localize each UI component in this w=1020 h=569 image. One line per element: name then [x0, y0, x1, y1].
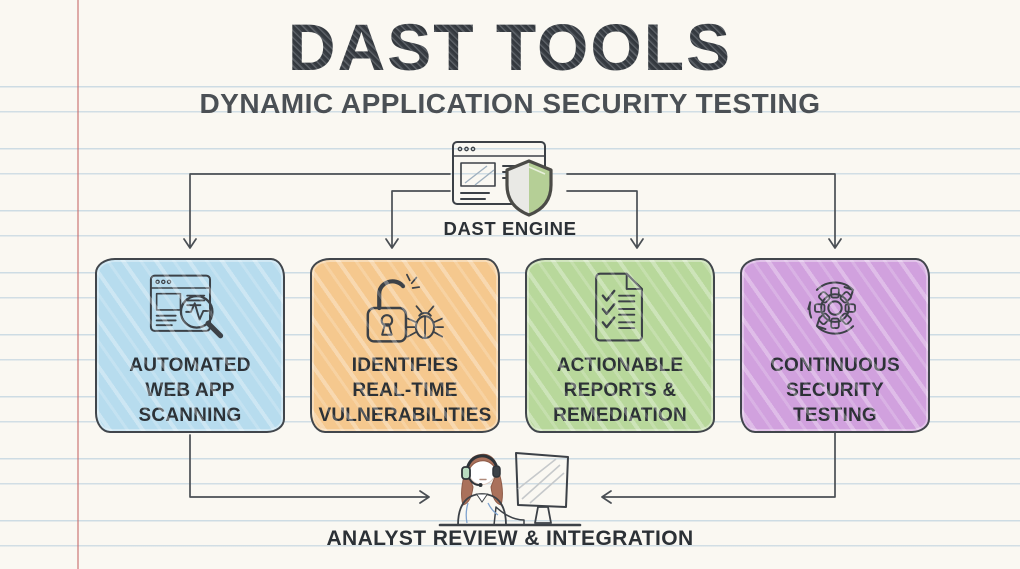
step-box-identifies-real-time-vulnerabilities: IDENTIFIES REAL-TIME VULNERABILITIES — [310, 258, 500, 433]
arrow-box1-to-analyst — [189, 434, 430, 504]
step-box-automated-web-app-scanning: AUTOMATED WEB APP SCANNING — [95, 258, 285, 433]
step-box-continuous-security-testing: CONTINUOUS SECURITY TESTING — [740, 258, 930, 433]
analyst-at-computer-icon — [438, 452, 582, 527]
arrow-engine-to-box2 — [385, 190, 451, 249]
browser-shield-icon — [452, 141, 553, 217]
box-label: IDENTIFIES REAL-TIME VULNERABILITIES — [318, 355, 492, 427]
web-app-scan-icon — [149, 274, 224, 339]
arrow-engine-to-box3 — [566, 190, 644, 249]
box-label: CONTINUOUS SECURITY TESTING — [770, 355, 900, 427]
broken-lock-bug-icon — [366, 273, 444, 343]
engine-label: DAST ENGINE — [443, 218, 577, 239]
arrow-engine-to-box1 — [183, 173, 451, 249]
notebook-margin-line — [77, 0, 79, 569]
page-subtitle: DYNAMIC APPLICATION SECURITY TESTING — [199, 88, 821, 119]
box-label: AUTOMATED WEB APP SCANNING — [129, 355, 251, 427]
arrow-box4-to-analyst — [601, 432, 836, 504]
analyst-label: ANALYST REVIEW & INTEGRATION — [326, 527, 694, 550]
gear-cycle-icon — [807, 281, 856, 335]
arrow-engine-to-box4 — [566, 173, 842, 249]
checklist-document-icon — [595, 272, 643, 342]
step-box-actionable-reports-remediation: ACTIONABLE REPORTS & REMEDIATION — [525, 258, 715, 433]
box-label: ACTIONABLE REPORTS & REMEDIATION — [553, 355, 687, 427]
page-title: DAST TOOLS — [0, 13, 1020, 81]
